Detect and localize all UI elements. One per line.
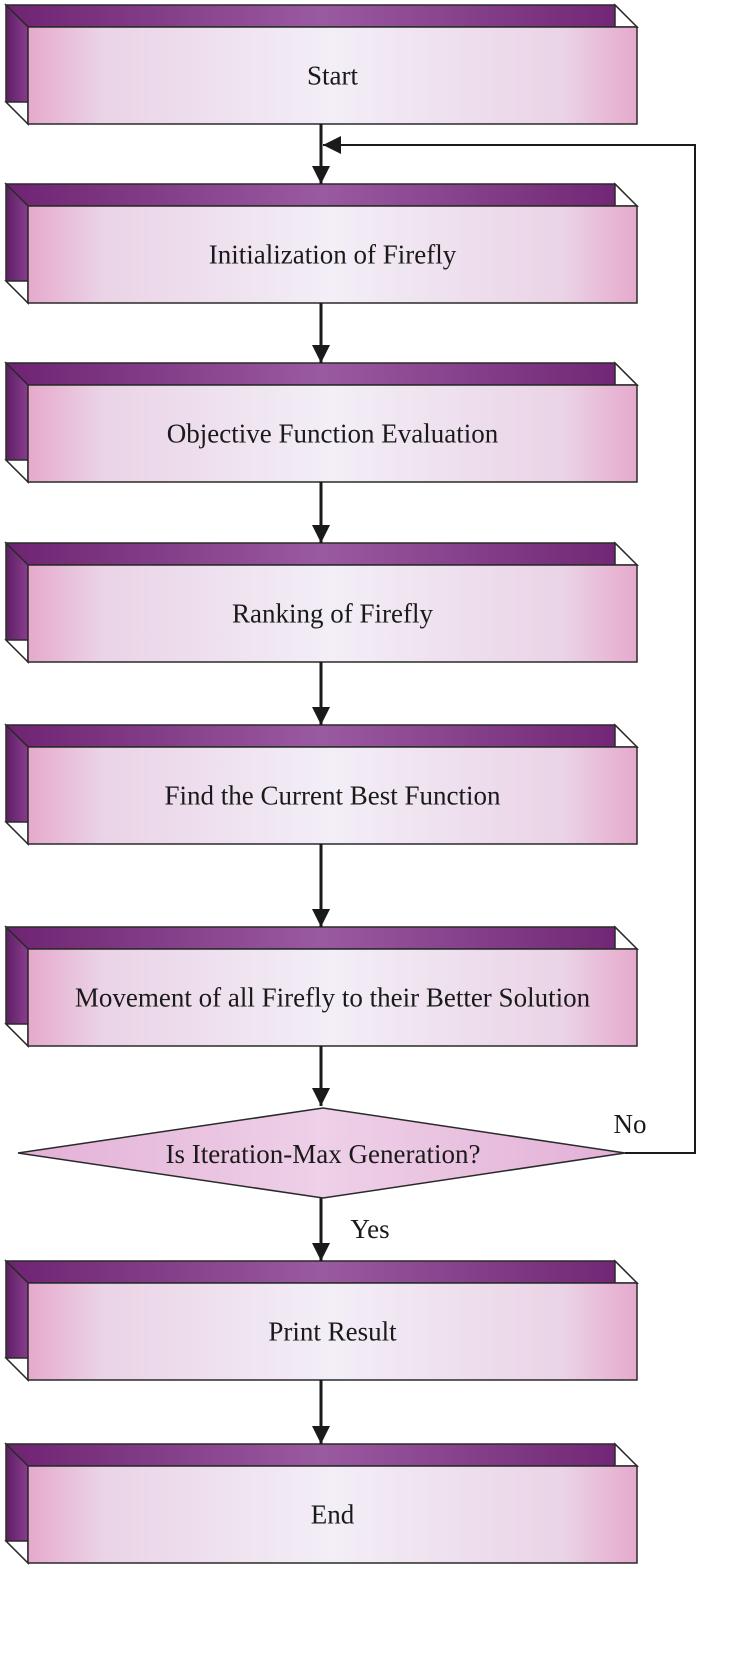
step-box-move: Movement of all Firefly to their Better …	[4, 925, 639, 1048]
box-bottom-corner	[4, 639, 29, 664]
box-face	[27, 746, 638, 845]
box-bottom-corner	[4, 459, 29, 484]
box-bottom-corner	[4, 1023, 29, 1048]
decision-label: Is Iteration-Max Generation?	[166, 1139, 481, 1169]
step-box-start: Start	[4, 3, 639, 126]
step-box-print: Print Result	[4, 1259, 639, 1382]
box-right-corner	[614, 1442, 639, 1467]
box-top-bevel	[4, 183, 639, 207]
box-label-init: Initialization of Firefly	[209, 240, 457, 270]
box-bottom-corner	[4, 1357, 29, 1382]
no-branch-label: No	[614, 1109, 647, 1139]
decision-node: Is Iteration-Max Generation?	[17, 1107, 626, 1199]
step-box-evaluate: Objective Function Evaluation	[4, 361, 639, 484]
box-top-bevel	[4, 542, 639, 566]
yes-branch-label: Yes	[350, 1214, 389, 1244]
box-face	[27, 564, 638, 663]
box-bottom-corner	[4, 821, 29, 846]
box-right-corner	[614, 925, 639, 950]
box-top-bevel	[4, 1260, 639, 1284]
box-face	[27, 384, 638, 483]
box-label-print: Print Result	[268, 1317, 397, 1347]
box-face	[27, 1465, 638, 1564]
box-right-corner	[614, 182, 639, 207]
connectors	[312, 124, 696, 1444]
box-label-move: Movement of all Firefly to their Better …	[75, 983, 591, 1013]
step-box-end: End	[4, 1442, 639, 1565]
box-top-bevel	[4, 4, 639, 28]
step-box-best: Find the Current Best Function	[4, 723, 639, 846]
box-label-evaluate: Objective Function Evaluation	[167, 419, 499, 449]
box-face	[27, 1282, 638, 1381]
box-top-bevel	[4, 362, 639, 386]
box-top-bevel	[4, 926, 639, 950]
box-label-end: End	[311, 1500, 355, 1530]
decision-diamond	[17, 1107, 626, 1199]
box-top-bevel	[4, 1443, 639, 1467]
box-label-start: Start	[307, 61, 358, 91]
box-top-bevel	[4, 724, 639, 748]
box-right-corner	[614, 3, 639, 28]
box-face	[27, 26, 638, 125]
box-face	[27, 205, 638, 304]
step-box-init: Initialization of Firefly	[4, 182, 639, 305]
box-bottom-corner	[4, 101, 29, 126]
box-label-best: Find the Current Best Function	[165, 781, 501, 811]
box-right-corner	[614, 361, 639, 386]
no-loop-connector	[323, 136, 696, 1154]
box-right-corner	[614, 1259, 639, 1284]
box-bottom-corner	[4, 1540, 29, 1565]
box-right-corner	[614, 723, 639, 748]
step-box-rank: Ranking of Firefly	[4, 541, 639, 664]
box-label-rank: Ranking of Firefly	[232, 599, 433, 629]
box-face	[27, 948, 638, 1047]
box-right-corner	[614, 541, 639, 566]
box-bottom-corner	[4, 280, 29, 305]
